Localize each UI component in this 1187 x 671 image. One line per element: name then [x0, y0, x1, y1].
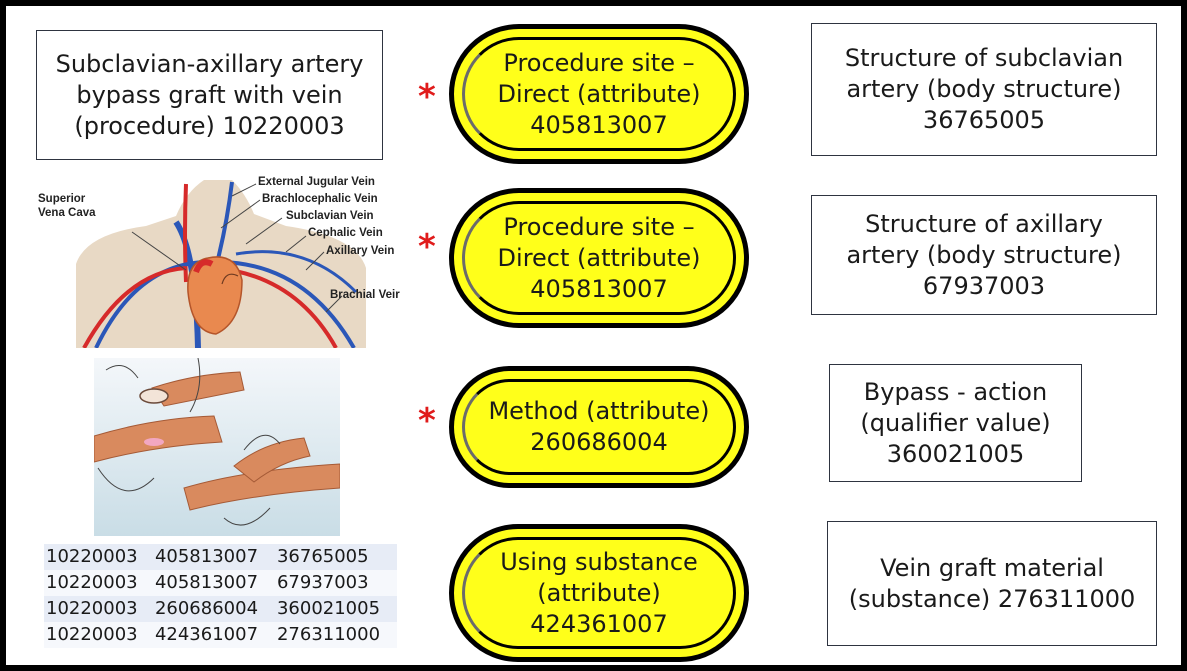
required-star-1: *: [418, 77, 436, 117]
table-cell: 276311000: [274, 622, 397, 648]
slide: Subclavian-axillary artery bypass graft …: [6, 6, 1181, 665]
venous-anatomy-illustration: Superior Vena Cava External Jugular Vein…: [36, 172, 416, 348]
table-row: 10220003 405813007 36765005: [44, 544, 397, 570]
value-text: Structure of axillary artery (body struc…: [846, 209, 1122, 300]
value-text: Vein graft material (substance) 27631100…: [848, 553, 1136, 613]
value-box-axillary-artery: Structure of axillary artery (body struc…: [811, 195, 1157, 315]
procedure-text: Subclavian-axillary artery bypass graft …: [55, 49, 364, 140]
value-box-subclavian-artery: Structure of subclavian artery (body str…: [811, 23, 1157, 156]
table-cell: 260686004: [152, 596, 275, 622]
table-cell: 360021005: [274, 596, 397, 622]
label-brachiocephalic-vein: Brachlocephalic Vein: [262, 193, 378, 205]
table-cell: 10220003: [44, 570, 153, 596]
table-row: 10220003 405813007 67937003: [44, 570, 397, 596]
attribute-pill-text: Procedure site – Direct (attribute) 4058…: [497, 48, 701, 139]
table-cell: 10220003: [44, 544, 153, 570]
table-cell: 424361007: [152, 622, 275, 648]
attribute-pill-procedure-site-2: Procedure site – Direct (attribute) 4058…: [449, 188, 749, 328]
attribute-pill-using-substance: Using substance (attribute) 424361007: [449, 524, 749, 662]
value-text: Structure of subclavian artery (body str…: [844, 44, 1124, 134]
label-brachial-vein: Brachial Veir: [330, 289, 400, 301]
label-axillary-vein: Axillary Vein: [326, 245, 394, 257]
attribute-pill-text: Using substance (attribute) 424361007: [500, 547, 698, 638]
attribute-pill-text: Procedure site – Direct (attribute) 4058…: [497, 212, 701, 303]
procedure-box: Subclavian-axillary artery bypass graft …: [36, 30, 383, 160]
label-svc-line1: Superior: [38, 193, 86, 205]
table-row: 10220003 424361007 276311000: [44, 622, 397, 648]
required-star-3: *: [418, 401, 436, 441]
table-cell: 405813007: [152, 570, 275, 596]
attribute-pill-text: Method (attribute) 260686004: [488, 397, 710, 456]
relationship-code-table: 10220003 405813007 36765005 10220003 405…: [44, 544, 397, 648]
label-external-jugular-vein: External Jugular Vein: [258, 176, 375, 188]
required-star-2: *: [418, 227, 436, 267]
table-cell: 67937003: [274, 570, 397, 596]
value-box-bypass-action: Bypass - action (qualifier value) 360021…: [829, 364, 1082, 482]
table-cell: 10220003: [44, 596, 153, 622]
label-subclavian-vein: Subclavian Vein: [286, 210, 374, 222]
table-cell: 10220003: [44, 622, 153, 648]
attribute-pill-method: Method (attribute) 260686004: [449, 366, 749, 488]
value-box-vein-graft: Vein graft material (substance) 27631100…: [827, 521, 1157, 646]
attribute-pill-procedure-site-1: Procedure site – Direct (attribute) 4058…: [449, 24, 749, 164]
table-cell: 405813007: [152, 544, 275, 570]
table-cell: 36765005: [274, 544, 397, 570]
label-superior-vena-cava: Superior Vena Cava: [38, 193, 96, 219]
bypass-graft-illustration: [94, 358, 340, 536]
label-cephalic-vein: Cephalic Vein: [308, 227, 383, 239]
value-text: Bypass - action (qualifier value) 360021…: [860, 377, 1051, 468]
table-row: 10220003 260686004 360021005: [44, 596, 397, 622]
label-svc-line2: Vena Cava: [38, 207, 96, 219]
